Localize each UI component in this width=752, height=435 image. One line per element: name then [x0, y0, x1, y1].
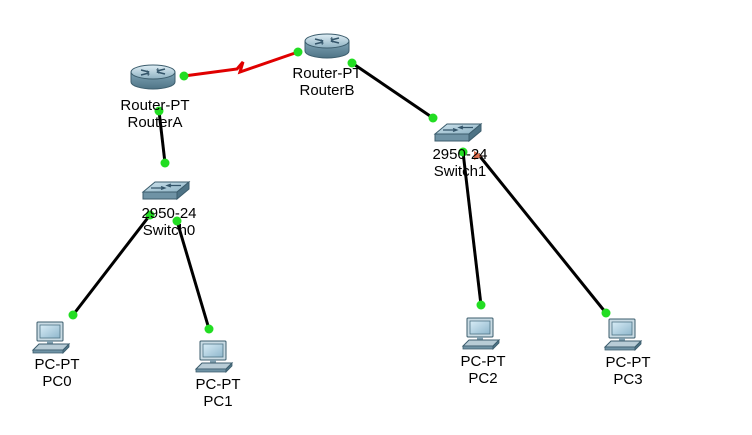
ethernet-link-switch1-pc3[interactable] — [476, 153, 608, 314]
switch-0-label[interactable]: 2950-24 Switch0 — [141, 205, 196, 239]
switch-1[interactable] — [434, 123, 482, 142]
router-a-label[interactable]: Router-PT RouterA — [120, 97, 189, 131]
ethernet-link-switch1-pc2[interactable] — [461, 151, 483, 306]
pc-1[interactable] — [195, 340, 233, 373]
device-name: RouterB — [299, 82, 355, 99]
pc-icon — [604, 318, 642, 351]
port-light-up — [458, 147, 468, 157]
pc-1-label[interactable]: PC-PT PC1 — [196, 376, 241, 410]
pc-icon — [195, 340, 233, 373]
port-light-up — [154, 106, 164, 116]
switch-icon — [142, 181, 190, 200]
port-light-up — [347, 58, 357, 68]
pc-3-label[interactable]: PC-PT PC3 — [606, 354, 651, 388]
pc-0-label[interactable]: PC-PT PC0 — [35, 356, 80, 390]
device-model: 2950-24 — [141, 205, 197, 222]
port-light-up — [68, 310, 78, 320]
port-light-up — [179, 71, 189, 81]
switch-icon — [434, 123, 482, 142]
device-model: 2950-24 — [432, 146, 488, 163]
ethernet-link-routerb-switch1[interactable] — [351, 61, 434, 120]
pc-0[interactable] — [32, 321, 70, 354]
router-icon — [304, 33, 350, 59]
port-light-up — [172, 216, 182, 226]
device-name: PC2 — [468, 370, 498, 387]
links-layer — [71, 50, 608, 330]
switch-1-label[interactable]: 2950-24 Switch1 — [432, 146, 487, 180]
ethernet-link-routera-switch0[interactable] — [157, 110, 167, 164]
serial-link-routera-routerb[interactable] — [183, 50, 299, 78]
port-light-up — [145, 210, 155, 220]
pc-2-label[interactable]: PC-PT PC2 — [461, 353, 506, 387]
device-model: PC-PT — [195, 376, 241, 393]
device-model: Router-PT — [292, 65, 362, 82]
port-light-up — [428, 113, 438, 123]
port-light-down — [474, 151, 483, 160]
pc-icon — [462, 317, 500, 350]
device-name: RouterA — [127, 114, 183, 131]
port-light-up — [476, 300, 486, 310]
device-name: Switch0 — [142, 222, 196, 239]
device-name: PC0 — [42, 373, 72, 390]
port-light-up — [601, 308, 611, 318]
router-icon — [130, 64, 176, 90]
pc-2[interactable] — [462, 317, 500, 350]
device-model: Router-PT — [120, 97, 190, 114]
pc-icon — [32, 321, 70, 354]
router-b[interactable] — [304, 33, 350, 59]
port-light-up — [160, 158, 170, 168]
device-model: PC-PT — [34, 356, 80, 373]
device-name: PC3 — [613, 371, 643, 388]
device-name: PC1 — [203, 393, 233, 410]
ethernet-link-switch0-pc0[interactable] — [71, 214, 152, 316]
switch-0[interactable] — [142, 181, 190, 200]
device-model: PC-PT — [460, 353, 506, 370]
device-model: PC-PT — [605, 354, 651, 371]
port-lights-layer — [68, 47, 611, 334]
device-name: Switch1 — [433, 163, 487, 180]
port-light-up — [293, 47, 303, 57]
router-b-label[interactable]: Router-PT RouterB — [292, 65, 361, 99]
router-a[interactable] — [130, 64, 176, 90]
port-light-up — [204, 324, 214, 334]
pc-3[interactable] — [604, 318, 642, 351]
ethernet-link-switch0-pc1[interactable] — [175, 220, 211, 330]
